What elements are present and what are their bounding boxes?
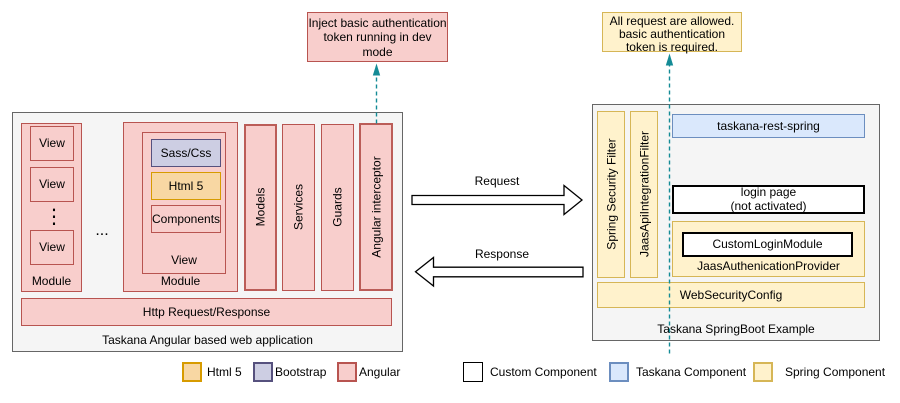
- web-security-config-box: WebSecurityConfig: [597, 282, 865, 308]
- components-box: Components: [151, 205, 221, 233]
- view-box-2: View: [30, 167, 74, 202]
- spring-security-filter-label: Spring Security Filter: [604, 138, 619, 250]
- models-column: [244, 124, 277, 291]
- response-label: Response: [474, 247, 530, 261]
- legend-label-html5: Html 5: [207, 365, 242, 379]
- legend-label-custom: Custom Component: [490, 365, 597, 379]
- modules-ellipsis: ...: [95, 222, 109, 239]
- request-arrow: [411, 184, 584, 216]
- taskana-rest-spring-box: taskana-rest-spring: [672, 114, 865, 138]
- view-box-3: View: [30, 230, 74, 265]
- legend-swatch-spring: [753, 362, 773, 382]
- jaas-api-integration-filter-label: JaasApiIntegrationFilter: [637, 130, 652, 258]
- vertical-ellipsis: ⋮: [44, 206, 64, 228]
- taskana-springboot-title: Taskana SpringBoot Example: [657, 321, 815, 336]
- module-1-label: Module: [31, 273, 72, 288]
- legend-label-angular: Angular: [359, 365, 401, 379]
- jaas-api-integration-filter-column: [630, 111, 658, 278]
- response-arrow: [414, 256, 584, 288]
- legend-swatch-html5: [182, 362, 202, 382]
- spring-security-filter-column: [597, 111, 625, 278]
- models-label: Models: [253, 187, 268, 227]
- angular-interceptor-column: [359, 123, 393, 291]
- login-page-box: login page (not activated): [672, 185, 865, 214]
- taskana-angular-title: Taskana Angular based web application: [102, 332, 313, 347]
- services-column: [282, 124, 315, 291]
- jaas-authenication-provider-label: JaasAuthenicationProvider: [697, 258, 840, 273]
- note-all-requests: All request are allowed. basic authentic…: [602, 12, 742, 54]
- legend-label-spring: Spring Component: [785, 365, 886, 379]
- legend-swatch-bootstrap: [253, 362, 273, 382]
- sass-css-box: Sass/Css: [151, 139, 221, 167]
- angular-interceptor-label: Angular interceptor: [369, 156, 384, 258]
- legend-swatch-angular: [337, 362, 357, 382]
- legend-label-taskana: Taskana Component: [636, 365, 747, 379]
- view-box-1: View: [30, 126, 74, 161]
- legend-swatch-taskana: [609, 362, 629, 382]
- module-2-label: Module: [160, 273, 201, 288]
- html5-box: Html 5: [151, 172, 221, 200]
- request-label: Request: [474, 174, 520, 188]
- custom-login-module-box: CustomLoginModule: [682, 232, 853, 257]
- http-request-response-bar: Http Request/Response: [21, 298, 392, 326]
- legend-swatch-custom: [463, 362, 483, 382]
- services-label: Services: [291, 184, 306, 231]
- note-inject-token: Inject basic authentication token runnin…: [307, 12, 448, 62]
- guards-column: [321, 124, 354, 291]
- view-container-label: View: [171, 252, 197, 267]
- legend-label-bootstrap: Bootstrap: [275, 365, 327, 379]
- guards-label: Guards: [330, 187, 345, 227]
